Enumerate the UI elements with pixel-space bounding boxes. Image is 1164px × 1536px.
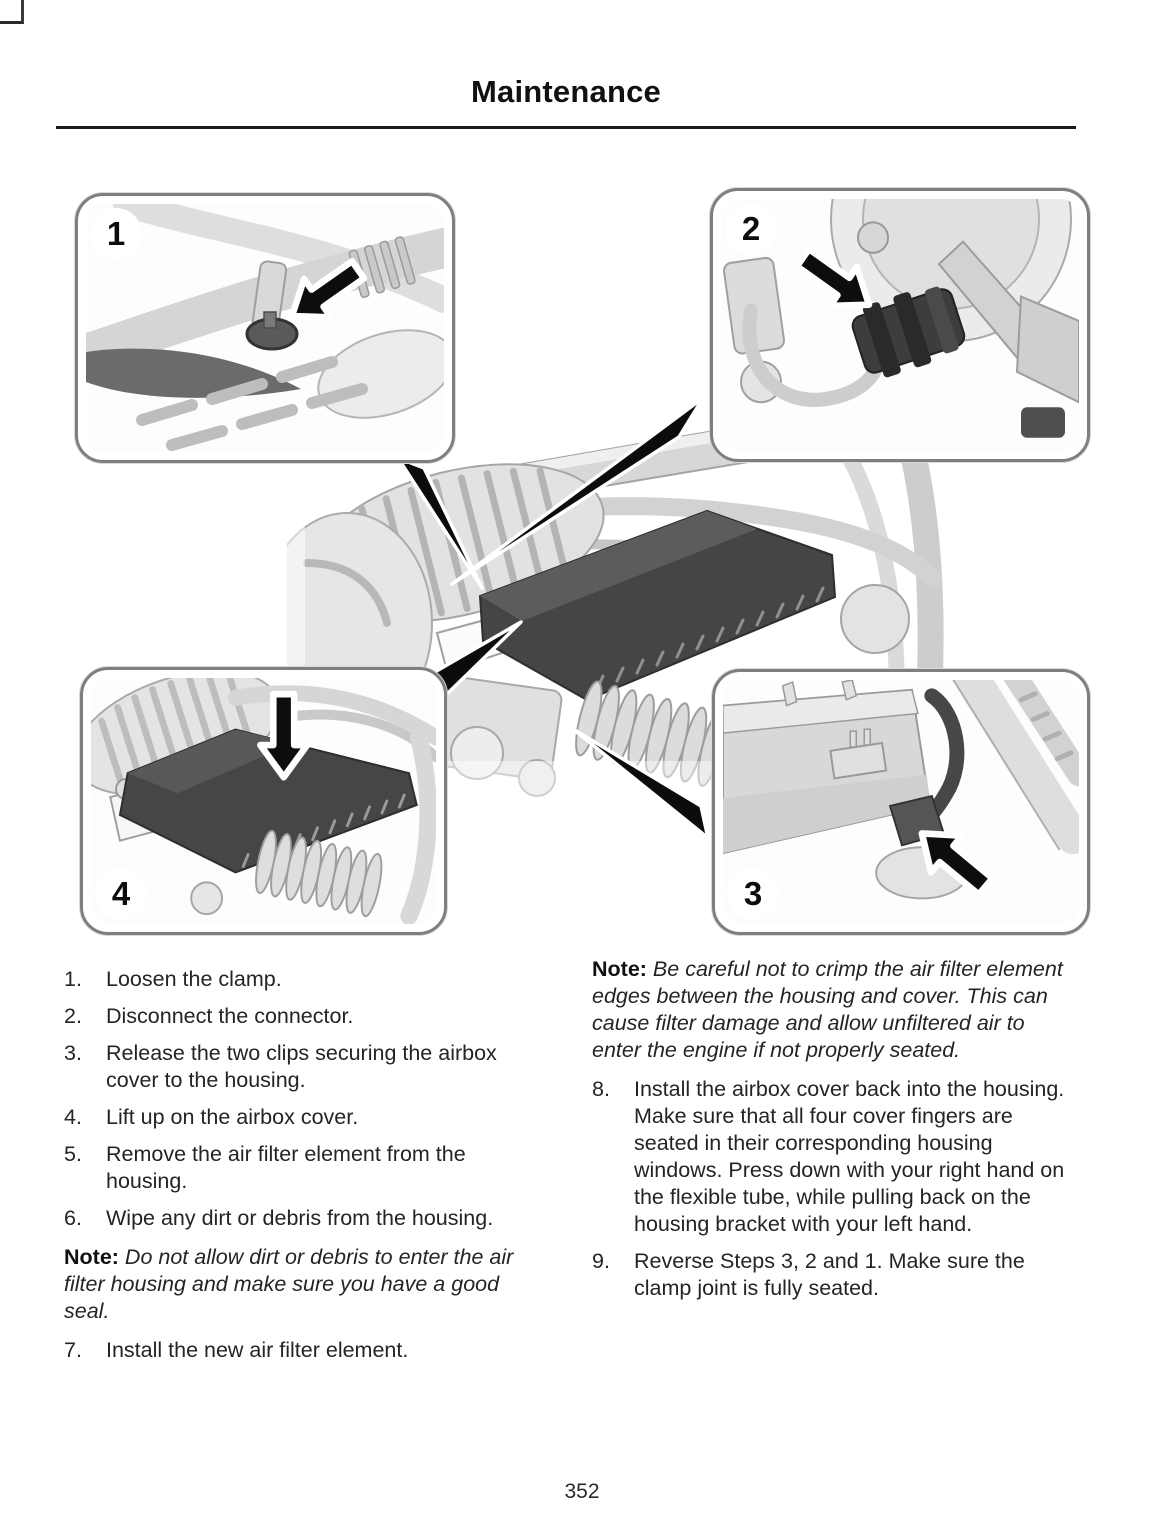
down-left-arrow-icon: [288, 258, 368, 321]
page-corner-mark: [0, 0, 24, 24]
instructions-right-column: Note: Be careful not to crimp the air fi…: [592, 956, 1078, 1312]
step-number: 6.: [64, 1206, 82, 1230]
step-item-9: 9. Reverse Steps 3, 2 and 1. Make sure t…: [592, 1248, 1078, 1302]
connector-detail-illustration: [721, 199, 1079, 451]
housing-clip-detail-illustration: [723, 680, 1079, 924]
title-rule: [56, 126, 1076, 129]
figure-panel-3: 3: [712, 669, 1090, 935]
note-dirt-debris: Note: Do not allow dirt or debris to ent…: [64, 1244, 550, 1325]
page-title: Maintenance: [471, 74, 661, 109]
clamp-art: [86, 204, 444, 451]
step-number: 3.: [64, 1041, 82, 1065]
figure-panel-1: 1: [75, 193, 455, 463]
step-number: 2.: [64, 1004, 82, 1028]
up-left-arrow-icon: [918, 830, 996, 898]
page-header: Maintenance: [56, 74, 1076, 110]
airbox-cover-detail-illustration: [91, 678, 436, 924]
note-text: Do not allow dirt or debris to enter the…: [64, 1245, 514, 1323]
step-item-7: 7. Install the new air filter element.: [64, 1337, 550, 1364]
connector-art: [723, 199, 1079, 438]
down-arrow-icon: [257, 690, 311, 781]
clamp-detail-illustration: [86, 204, 444, 452]
step-item-8: 8. Install the airbox cover back into th…: [592, 1076, 1078, 1238]
step-item-6: 6. Wipe any dirt or debris from the hous…: [64, 1205, 550, 1232]
step-number: 4.: [64, 1105, 82, 1129]
note-text: Be careful not to crimp the air filter e…: [592, 957, 1063, 1062]
step-item-3: 3. Release the two clips securing the ai…: [64, 1040, 550, 1094]
callout-wedges: [396, 396, 710, 840]
step-text: Disconnect the connector.: [106, 1004, 354, 1028]
step-text: Loosen the clamp.: [106, 967, 282, 991]
panel-number-badge-2: 2: [725, 203, 777, 255]
step-number: 9.: [592, 1249, 610, 1273]
callout-wedge-3: [571, 727, 710, 840]
panel-number-badge-1: 1: [90, 208, 142, 260]
step-text: Remove the air filter element from the h…: [106, 1142, 466, 1193]
figure-panel-2: 2: [710, 188, 1090, 462]
step-text: Release the two clips securing the airbo…: [106, 1041, 497, 1092]
figure-panel-4: 4: [80, 667, 447, 935]
step-text: Reverse Steps 3, 2 and 1. Make sure the …: [634, 1249, 1025, 1300]
panel-number-badge-4: 4: [95, 868, 147, 920]
step-number: 8.: [592, 1077, 610, 1101]
step-text: Install the new air filter element.: [106, 1338, 409, 1362]
housing-clip-art: [723, 680, 1079, 900]
step-item-4: 4. Lift up on the airbox cover.: [64, 1104, 550, 1131]
step-text: Lift up on the airbox cover.: [106, 1105, 359, 1129]
step-number: 7.: [64, 1338, 82, 1362]
instructions-left-column: 1. Loosen the clamp. 2. Disconnect the c…: [64, 966, 550, 1374]
step-item-1: 1. Loosen the clamp.: [64, 966, 550, 993]
air-filter-figure: 1: [0, 150, 1164, 960]
step-text: Install the airbox cover back into the h…: [634, 1077, 1065, 1236]
note-label: Note:: [64, 1245, 119, 1269]
callout-wedge-2: [450, 396, 705, 586]
step-number: 1.: [64, 967, 82, 991]
step-number: 5.: [64, 1142, 82, 1166]
step-item-5: 5. Remove the air filter element from th…: [64, 1141, 550, 1195]
down-right-arrow-icon: [793, 245, 873, 310]
note-crimp-filter: Note: Be careful not to crimp the air fi…: [592, 956, 1078, 1064]
step-text: Wipe any dirt or debris from the housing…: [106, 1206, 494, 1230]
step-item-2: 2. Disconnect the connector.: [64, 1003, 550, 1030]
note-label: Note:: [592, 957, 647, 981]
page-number: 352: [564, 1480, 600, 1503]
panel-number-badge-3: 3: [727, 868, 779, 920]
callout-wedge-1: [396, 456, 484, 590]
airbox-cover-art: [91, 678, 436, 924]
